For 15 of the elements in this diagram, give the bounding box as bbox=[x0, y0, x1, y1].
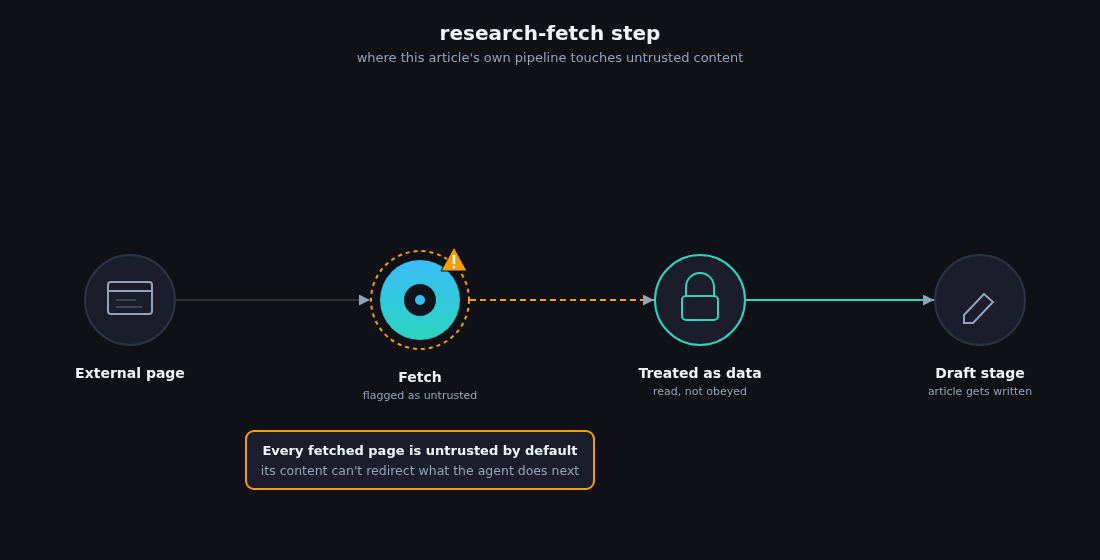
arrow bbox=[175, 294, 371, 306]
dashed-arrow bbox=[469, 294, 655, 306]
step-title: Fetch bbox=[398, 368, 442, 386]
step-title: Draft stage bbox=[935, 364, 1025, 382]
callout-title: Every fetched page is untrusted by default bbox=[262, 441, 578, 459]
step-caption: article gets written bbox=[927, 384, 1033, 399]
callout-text: its content can't redirect what the agent does next bbox=[260, 462, 580, 479]
step-title: External page bbox=[75, 364, 185, 382]
step-title: Treated as data bbox=[638, 364, 762, 382]
step-caption: flagged as untrusted bbox=[362, 388, 478, 403]
subtitle: where this article's own pipeline touches untrusted content bbox=[356, 49, 744, 66]
arrow bbox=[745, 294, 935, 306]
diagram-title: research-fetch step bbox=[439, 20, 661, 46]
callout-box bbox=[245, 430, 595, 490]
step-caption: read, not obeyed bbox=[653, 384, 747, 399]
